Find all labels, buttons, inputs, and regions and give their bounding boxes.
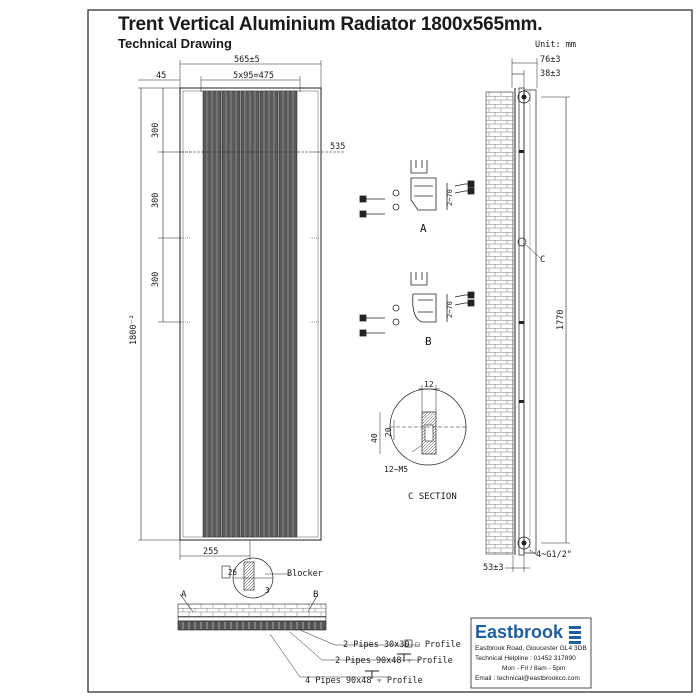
bracket-b-label: B <box>425 335 432 348</box>
side-bottom-depth: 53±3 <box>483 563 503 573</box>
bracket-b: 2~70 B <box>359 272 475 348</box>
brand-name: Eastbrook <box>475 622 564 642</box>
brand-email: Email : technical@eastbrookco.com <box>475 675 580 682</box>
bracket-b-dim: 2~70 <box>446 301 454 318</box>
brand-helpline: Technical Helpline : 01452 317890 <box>475 655 576 662</box>
profile-columns <box>202 90 298 538</box>
blocker-detail: 26 3 Blocker <box>221 557 323 599</box>
side-depth-inner: 38±3 <box>540 69 560 79</box>
width-dim: 565±5 <box>234 55 260 65</box>
side-detail-c: C <box>540 255 545 265</box>
blocker-label: Blocker <box>287 569 323 579</box>
bracket-spacing-2: 300 <box>151 193 161 208</box>
height-dim: 1800⁻² <box>129 314 139 345</box>
profile-line-2: 2 Pipes 90x48 ⫟ Profile <box>335 656 453 666</box>
plan-label-a: A <box>181 590 187 600</box>
unit-label: Unit: mm <box>535 40 576 50</box>
bracket-a-dim: 2~70 <box>446 189 454 206</box>
brand-address: Eastbrook Road, Gloucester GL4 3DB <box>475 645 587 652</box>
plan-label-b: B <box>313 590 318 600</box>
blocker-3: 3 <box>265 586 270 595</box>
page-border <box>87 9 693 693</box>
centres-dim: 535 <box>330 142 345 152</box>
page-subtitle: Technical Drawing <box>118 36 232 51</box>
blocker-26: 26 <box>228 568 238 577</box>
plan-radiator <box>177 620 327 631</box>
c-section: 12 40 20 12~M5 C SECTION <box>370 380 467 502</box>
brand-logo-icon <box>569 626 581 644</box>
wall <box>485 91 514 555</box>
plan-wall <box>177 603 327 618</box>
plan-view: A B <box>177 590 420 679</box>
profile-line-1: 2 Pipes 30x30 ☐ Profile <box>343 640 461 650</box>
page-title: Trent Vertical Aluminium Radiator 1800x5… <box>118 14 543 35</box>
bracket-spacing-3: 300 <box>151 272 161 287</box>
c-section-40: 40 <box>370 433 379 443</box>
plan-fins <box>182 622 322 629</box>
side-depth-outer: 76±3 <box>540 55 560 65</box>
c-section-12: 12 <box>424 380 434 389</box>
c-section-thread: 12~M5 <box>384 465 408 474</box>
bracket-a-label: A <box>420 222 427 235</box>
bottom-offset-dim: 255 <box>203 547 218 557</box>
spacing-dim: 5x95=475 <box>233 71 274 81</box>
brand-box <box>470 617 592 689</box>
side-view: C 76±3 38±3 1770 4~G1/2" 53±3 <box>483 55 572 573</box>
side-pipe-label: 4~G1/2" <box>536 550 572 560</box>
profile-line-3: 4 Pipes 90x48 ⫟ Profile <box>305 676 423 686</box>
c-section-20: 20 <box>384 427 393 437</box>
bracket-spacing-1: 300 <box>151 123 161 138</box>
side-height: 1770 <box>556 310 566 330</box>
brand-hours: Mon - Fri / 8am - 5pm <box>502 665 566 672</box>
front-view: 565±5 5x95=475 45 1800⁻² 300 300 300 535 <box>129 55 345 560</box>
c-section-caption: C SECTION <box>408 492 457 502</box>
bracket-a: 2~70 A <box>359 160 475 235</box>
left-offset-dim: 45 <box>156 71 166 81</box>
radiator-outline <box>179 87 322 541</box>
